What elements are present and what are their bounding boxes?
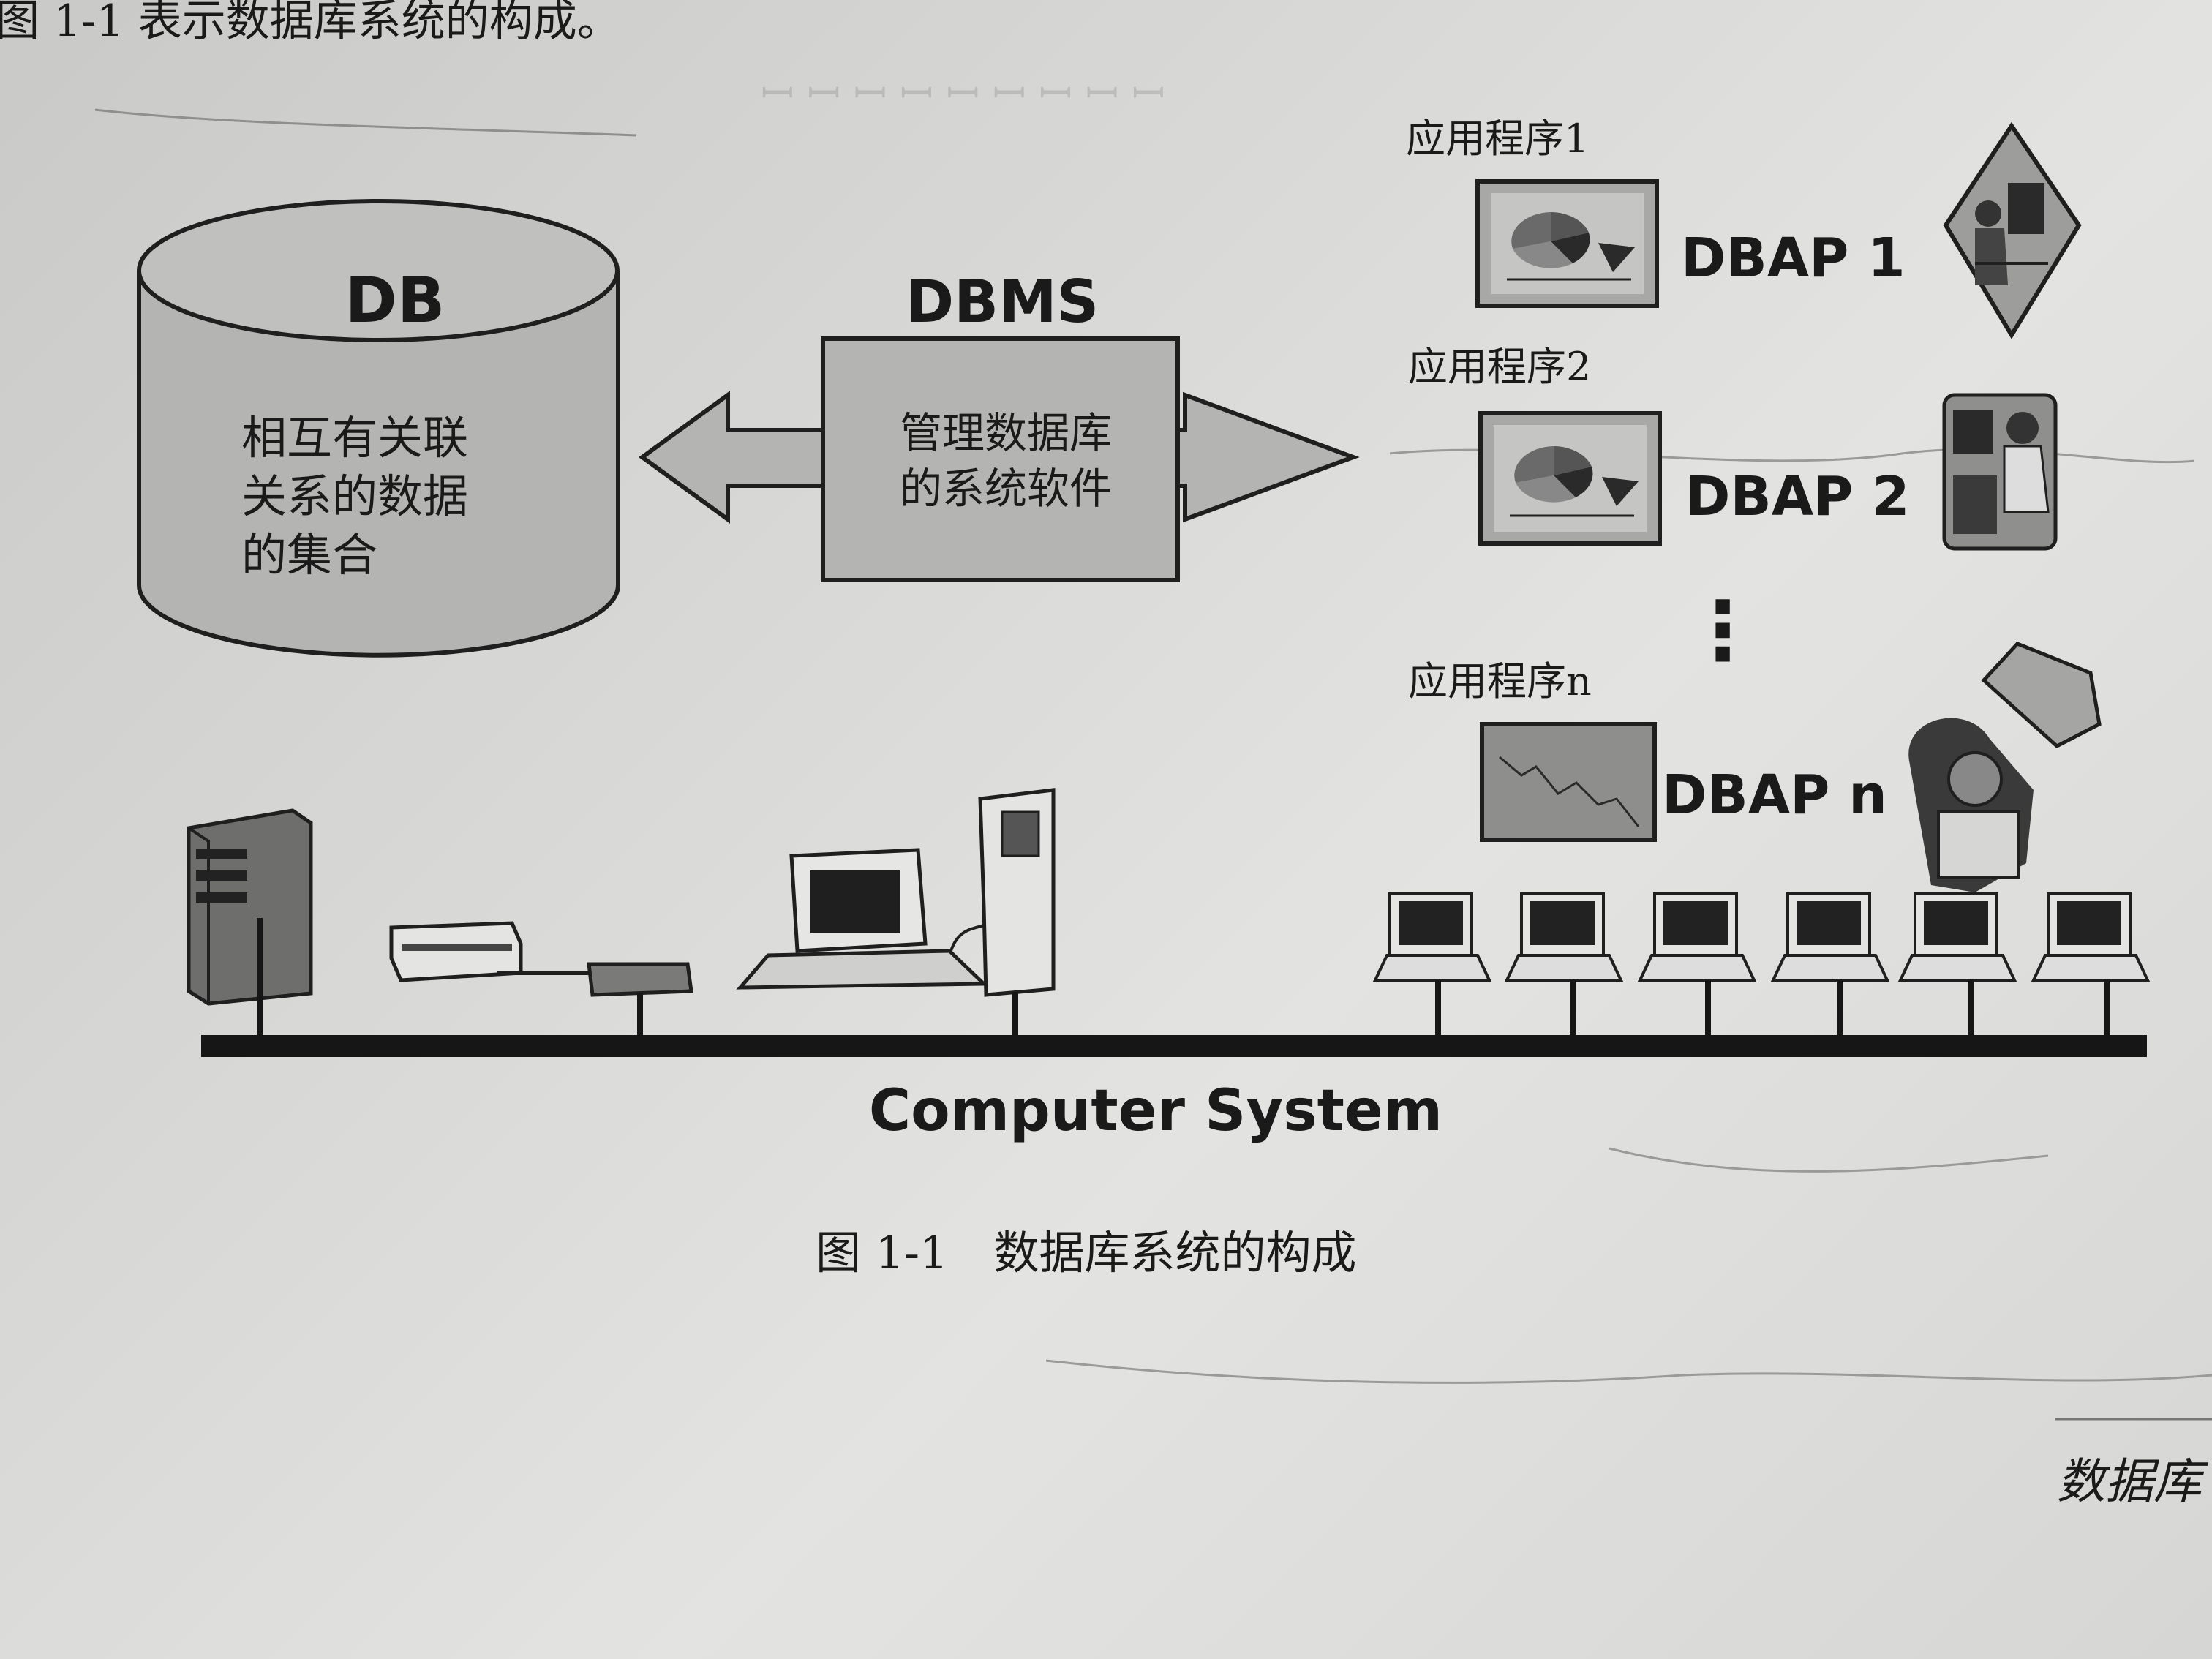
user-at-workstation-icon — [1942, 393, 2058, 551]
terminal-icon — [2031, 892, 2151, 1035]
terminal-icon — [1372, 892, 1492, 1035]
terminal-icon — [1770, 892, 1890, 1035]
pie-chart-screen-icon — [1478, 411, 1662, 546]
dbms-box — [821, 336, 1180, 582]
app-label: 应用程序1 — [1406, 116, 1589, 162]
pencil-mark — [1609, 1147, 2049, 1173]
terminal-icon — [1897, 892, 2017, 1035]
dbms-title: DBMS — [906, 268, 1099, 336]
dbap-label: DBAP 1 — [1681, 227, 1906, 290]
terminal-row — [1372, 892, 2151, 1035]
db-title: DB — [345, 264, 445, 337]
desktop-computer-icon — [736, 788, 1056, 1035]
app-label: 应用程序2 — [1408, 344, 1591, 390]
user-at-workstation-icon — [1908, 642, 2102, 892]
printer-icon — [389, 921, 693, 1035]
db-description-line: 关系的数据 — [241, 470, 468, 523]
user-at-workstation-icon — [1943, 121, 2082, 339]
dbms-description-line: 管理数据库 — [900, 408, 1112, 458]
pencil-mark — [1045, 1359, 2212, 1384]
dbap-label: DBAP 2 — [1685, 465, 1910, 528]
pencil-mark — [94, 108, 637, 137]
system-bus — [201, 1035, 2147, 1057]
dbap-label: DBAP n — [1662, 764, 1887, 827]
db-description-line: 的集合 — [241, 528, 377, 582]
line-chart-screen-icon — [1480, 722, 1657, 842]
app-label: 应用程序n — [1408, 658, 1592, 704]
pie-chart-screen-icon — [1475, 179, 1659, 308]
terminal-icon — [1504, 892, 1624, 1035]
bleed-through-text: ꟷ ꟷ ꟷ ꟷ ꟷ ꟷ ꟷ ꟷ ꟷ — [761, 70, 1165, 118]
db-description-line: 相互有关联 — [241, 411, 468, 464]
server-tower-icon — [187, 808, 313, 1035]
ellipsis: ⋮ — [1682, 584, 1763, 677]
terminal-icon — [1637, 892, 1757, 1035]
intro-text: 图 1-1 表示数据库系统的构成。 — [0, 0, 621, 47]
figure-caption: 图 1-1 数据库系统的构成 — [816, 1226, 1357, 1279]
dbms-description-line: 的系统软件 — [900, 464, 1112, 514]
footer-fragment: 数据库 — [2057, 1453, 2202, 1510]
db-cylinder — [137, 199, 620, 658]
computer-system-label: Computer System — [869, 1078, 1442, 1144]
